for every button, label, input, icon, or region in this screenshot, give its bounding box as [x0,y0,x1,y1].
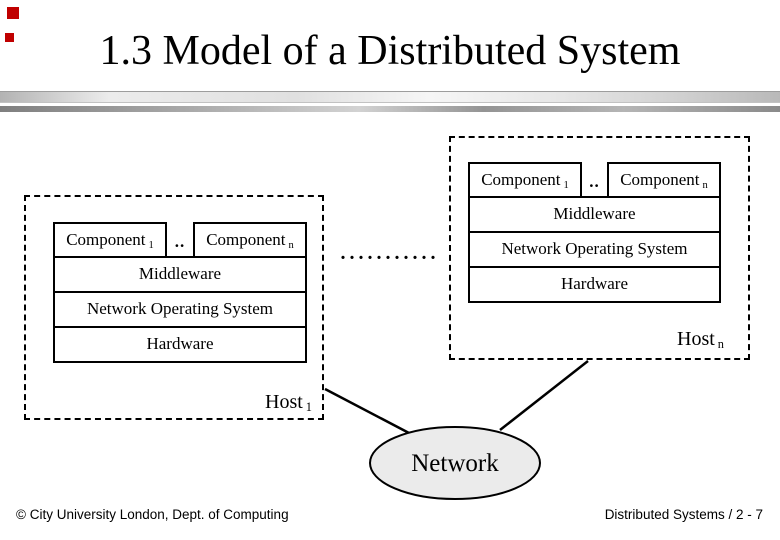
network-ellipse [369,426,541,500]
hostn-network-os-box: Network Operating System [468,231,721,268]
host1-network-connector-line [324,387,410,435]
slide-title: 1.3 Model of a Distributed System [99,28,681,74]
footer-copyright: © City University London, Dept. of Compu… [16,507,289,522]
component-label: Component [620,170,700,189]
component-label: Component [66,230,146,249]
hostn-middleware-box: Middleware [468,196,721,233]
hostn-network-connector-line [499,360,589,431]
red-corner-square-large [7,7,19,19]
hosts-separator-dots: ........... [340,242,440,264]
network-label: Network [411,450,499,477]
component-subscript: n [702,179,708,191]
host-label-subscript: 1 [305,400,312,414]
host1-hardware-box: Hardware [53,326,307,363]
host1-components-ellipsis: .. [174,232,186,251]
host-label-text: Host [265,390,303,413]
red-corner-square-small [5,33,14,42]
host-label-subscript: n [717,337,724,351]
separator-bar-bottom [0,106,780,112]
hostn-components-ellipsis: .. [589,172,600,191]
component-subscript: 1 [148,239,154,251]
component-subscript: 1 [563,179,569,191]
separator-bar-top [0,91,780,103]
host-label-text: Host [677,327,715,350]
hostn-hardware-box: Hardware [468,266,721,303]
component-subscript: n [288,239,294,251]
component-label: Component [206,230,286,249]
component-label: Component [481,170,561,189]
footer-page-indicator: Distributed Systems / 2 - 7 [604,507,763,522]
host1-middleware-box: Middleware [53,256,307,293]
host1-network-os-box: Network Operating System [53,291,307,328]
